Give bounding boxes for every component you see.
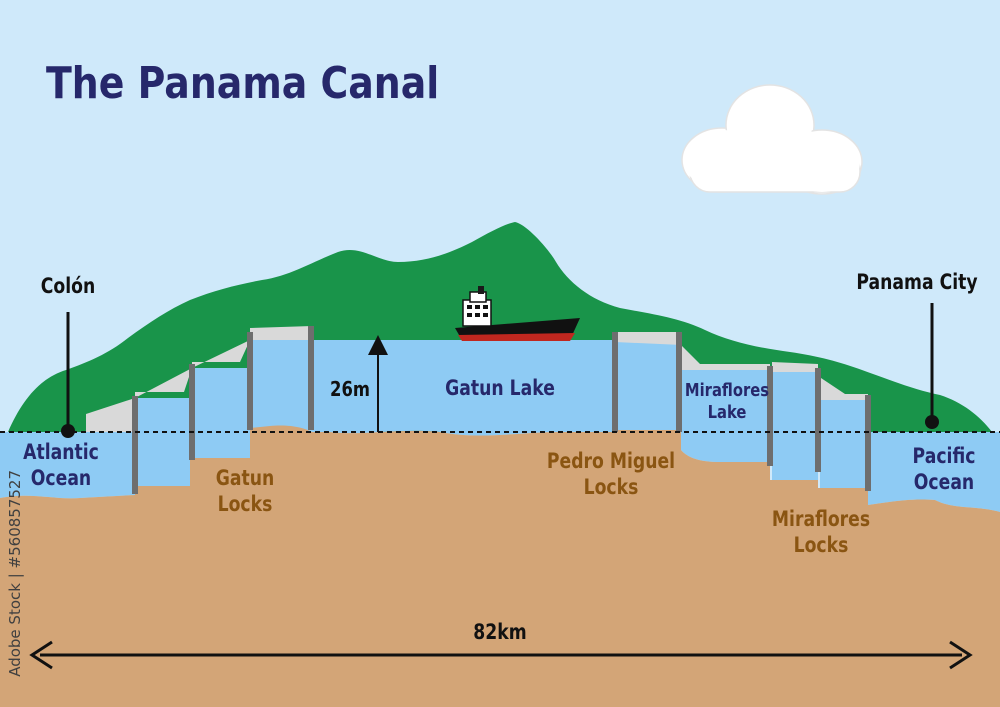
distance-arrow: [29, 640, 973, 670]
watermark-text: Adobe Stock | #560857527: [6, 470, 24, 677]
miraflores-lake-water: [681, 370, 770, 462]
pacific-ocean-label: Pacific Ocean: [912, 444, 976, 494]
ship-icon: [455, 286, 580, 341]
gatun-locks-label: Gatun Locks: [215, 466, 275, 516]
atlantic-ocean-label: Atlantic Ocean: [23, 440, 99, 490]
lock-gates: [132, 326, 871, 494]
height-label: 26m: [330, 377, 370, 401]
miraflores-lake-label: Miraflores Lake: [684, 380, 770, 423]
panama-city-pin-dot: [925, 415, 939, 429]
gatun-lock-chamber-1: [135, 398, 190, 486]
colon-pin-dot: [61, 424, 75, 438]
pacific-water: [868, 432, 1000, 512]
pedro-miguel-locks-label: Pedro Miguel Locks: [546, 449, 676, 499]
page-title: The Panama Canal: [46, 58, 440, 109]
miraflores-locks-label: Miraflores Locks: [771, 507, 871, 557]
atlantic-water: [0, 432, 135, 499]
ground: [0, 425, 1000, 707]
gatun-lake-label: Gatun Lake: [445, 376, 555, 400]
colon-label: Colón: [40, 274, 96, 298]
lock-walls: [86, 326, 868, 432]
miraflores-lock-chamber-2: [820, 400, 868, 488]
miraflores-lock-chamber-1: [772, 372, 818, 480]
gatun-lake-water: [312, 340, 615, 436]
gatun-lock-chamber-3: [250, 340, 312, 432]
panama-city-label: Panama City: [856, 270, 978, 294]
gatun-lock-chamber-2: [192, 368, 250, 458]
pedro-miguel-lock-chamber: [615, 342, 679, 430]
distance-label: 82km: [473, 620, 527, 644]
